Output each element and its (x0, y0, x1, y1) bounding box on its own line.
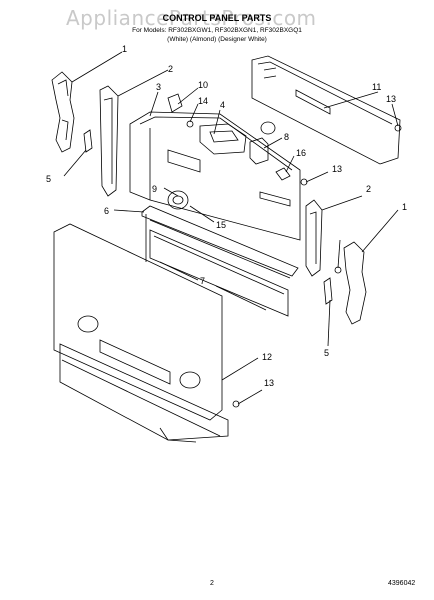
page-number: 2 (210, 580, 214, 587)
callout-15: 15 (216, 220, 226, 230)
callout-14: 14 (198, 96, 208, 106)
screw-13-b (300, 178, 308, 186)
callout-13-c: 13 (264, 378, 274, 388)
part-end-cap-left (51, 71, 75, 153)
part-end-cap-right (343, 241, 367, 325)
part-control-panel (129, 111, 301, 241)
callout-8: 8 (284, 132, 289, 142)
part-clip-right (323, 277, 333, 305)
callout-13-b: 13 (332, 164, 342, 174)
document-number: 4396042 (388, 580, 416, 587)
callout-7: 7 (200, 276, 205, 286)
callout-6: 6 (104, 206, 109, 216)
callout-10: 10 (198, 80, 208, 90)
part-side-trim-left (99, 85, 119, 197)
part-screw-14 (186, 120, 194, 128)
callout-13-a: 13 (386, 94, 396, 104)
callout-11: 11 (372, 82, 381, 92)
callout-9: 9 (152, 184, 157, 194)
callout-1: 1 (122, 44, 127, 54)
part-16 (275, 167, 291, 181)
part-bracket-10 (167, 93, 183, 113)
model-list: For Models: RF302BXGW1, RF302BXGN1, RF30… (132, 27, 302, 34)
callout-2-right: 2 (366, 184, 371, 194)
callout-labels: 1 2 3 4 5 6 7 8 9 10 11 12 13 13 13 14 1… (46, 44, 407, 388)
part-side-trim-right (305, 199, 323, 277)
callout-5-right: 5 (324, 348, 329, 358)
callout-1-right: 1 (402, 202, 407, 212)
diagram-title: CONTROL PANEL PARTS (162, 13, 272, 23)
color-list: (White) (Almond) (Designer White) (167, 36, 267, 43)
part-switch-8 (249, 137, 269, 165)
part-ring (260, 121, 276, 135)
part-electronic-clock (199, 123, 247, 155)
part-support-6 (141, 205, 299, 279)
screw-13-c (232, 400, 240, 408)
part-rear-trim-11 (251, 55, 401, 165)
part-knob (167, 190, 189, 210)
callout-3: 3 (156, 82, 161, 92)
part-strip-7 (149, 229, 289, 317)
part-rear-panel-12 (53, 223, 229, 443)
part-clip-left (83, 129, 93, 153)
watermark: AppliancePartsPros.com (66, 6, 317, 30)
callout-12: 12 (262, 352, 272, 362)
callout-4: 4 (220, 100, 225, 110)
callout-5: 5 (46, 174, 51, 184)
callout-2: 2 (168, 64, 173, 74)
callout-16: 16 (296, 148, 306, 158)
leader-lines (63, 51, 399, 405)
